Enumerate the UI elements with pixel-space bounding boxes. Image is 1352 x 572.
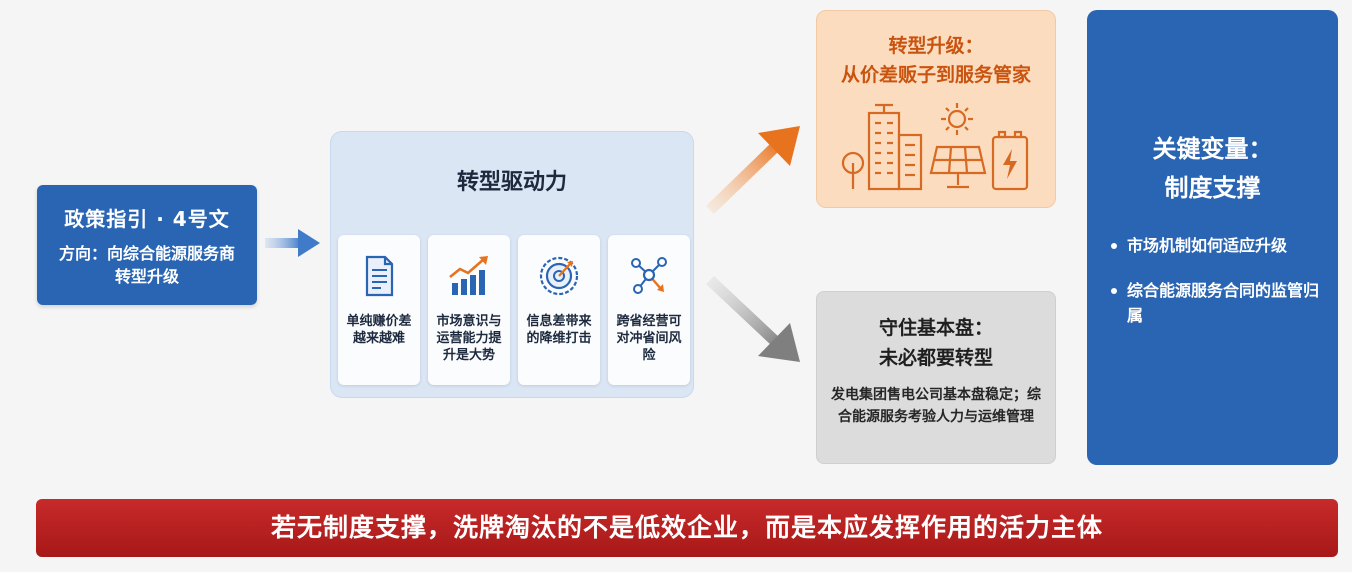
baseline-title: 守住基本盘：: [878, 317, 993, 339]
upgrade-title: 转型升级：: [888, 35, 984, 57]
driver-label: 跨省经营可对冲省间风险: [616, 314, 682, 363]
key-variable-list: 市场机制如何适应升级 综合能源服务合同的监管归属: [1087, 233, 1338, 328]
driver-card: 信息差带来的降维打击: [518, 235, 600, 385]
driver-label: 信息差带来的降维打击: [526, 314, 592, 346]
tree-icon: [841, 151, 865, 189]
building-icon: [867, 103, 923, 191]
policy-direction: 方向：向综合能源服务商转型升级: [58, 244, 235, 286]
sun-icon: [941, 103, 973, 135]
upgrade-subtitle: 从价差贩子到服务管家: [840, 64, 1031, 86]
key-variable-title: 关键变量：: [1152, 135, 1273, 163]
driver-cards: 单纯赚价差越来越难 市场意识与运营能力提升是大势: [338, 235, 690, 385]
policy-title: 政策指引 · 4号文: [64, 207, 230, 231]
conclusion-banner: 若无制度支撑，洗牌淘汰的不是低效企业，而是本应发挥作用的活力主体: [36, 499, 1338, 557]
driver-card: 市场意识与运营能力提升是大势: [428, 235, 510, 385]
drivers-title: 转型驱动力: [456, 170, 567, 195]
solar-panel-icon: [929, 145, 987, 189]
baseline-box: 守住基本盘： 未必都要转型 发电集团售电公司基本盘稳定；综合能源服务考验人力与运…: [816, 291, 1056, 464]
battery-icon: [991, 130, 1029, 191]
upgrade-box: 转型升级： 从价差贩子到服务管家: [816, 10, 1056, 208]
driver-label: 单纯赚价差越来越难: [346, 314, 412, 346]
target-icon: [539, 256, 579, 296]
energy-illustration: [841, 103, 1029, 191]
policy-to-drivers-arrow: [265, 229, 320, 257]
drivers-panel: 转型驱动力 单纯赚价差越来越难: [330, 131, 694, 398]
driver-card: 跨省经营可对冲省间风险: [608, 235, 690, 385]
key-variable-box: 关键变量： 制度支撑 市场机制如何适应升级 综合能源服务合同的监管归属: [1087, 10, 1338, 465]
growth-chart-icon: [449, 256, 488, 295]
baseline-desc: 发电集团售电公司基本盘稳定；综合能源服务考验人力与运维管理: [831, 387, 1041, 425]
baseline-subtitle: 未必都要转型: [878, 347, 993, 369]
key-variable-subtitle: 制度支撑: [1164, 174, 1261, 202]
upgrade-arrow: [706, 126, 800, 214]
driver-card: 单纯赚价差越来越难: [338, 235, 420, 385]
baseline-arrow: [706, 276, 800, 362]
network-icon: [631, 257, 667, 294]
policy-box: 政策指引 · 4号文 方向：向综合能源服务商转型升级: [37, 185, 257, 305]
document-icon: [365, 255, 394, 297]
list-item: 综合能源服务合同的监管归属: [1109, 278, 1324, 328]
list-item: 市场机制如何适应升级: [1109, 233, 1324, 258]
driver-label: 市场意识与运营能力提升是大势: [436, 314, 502, 363]
